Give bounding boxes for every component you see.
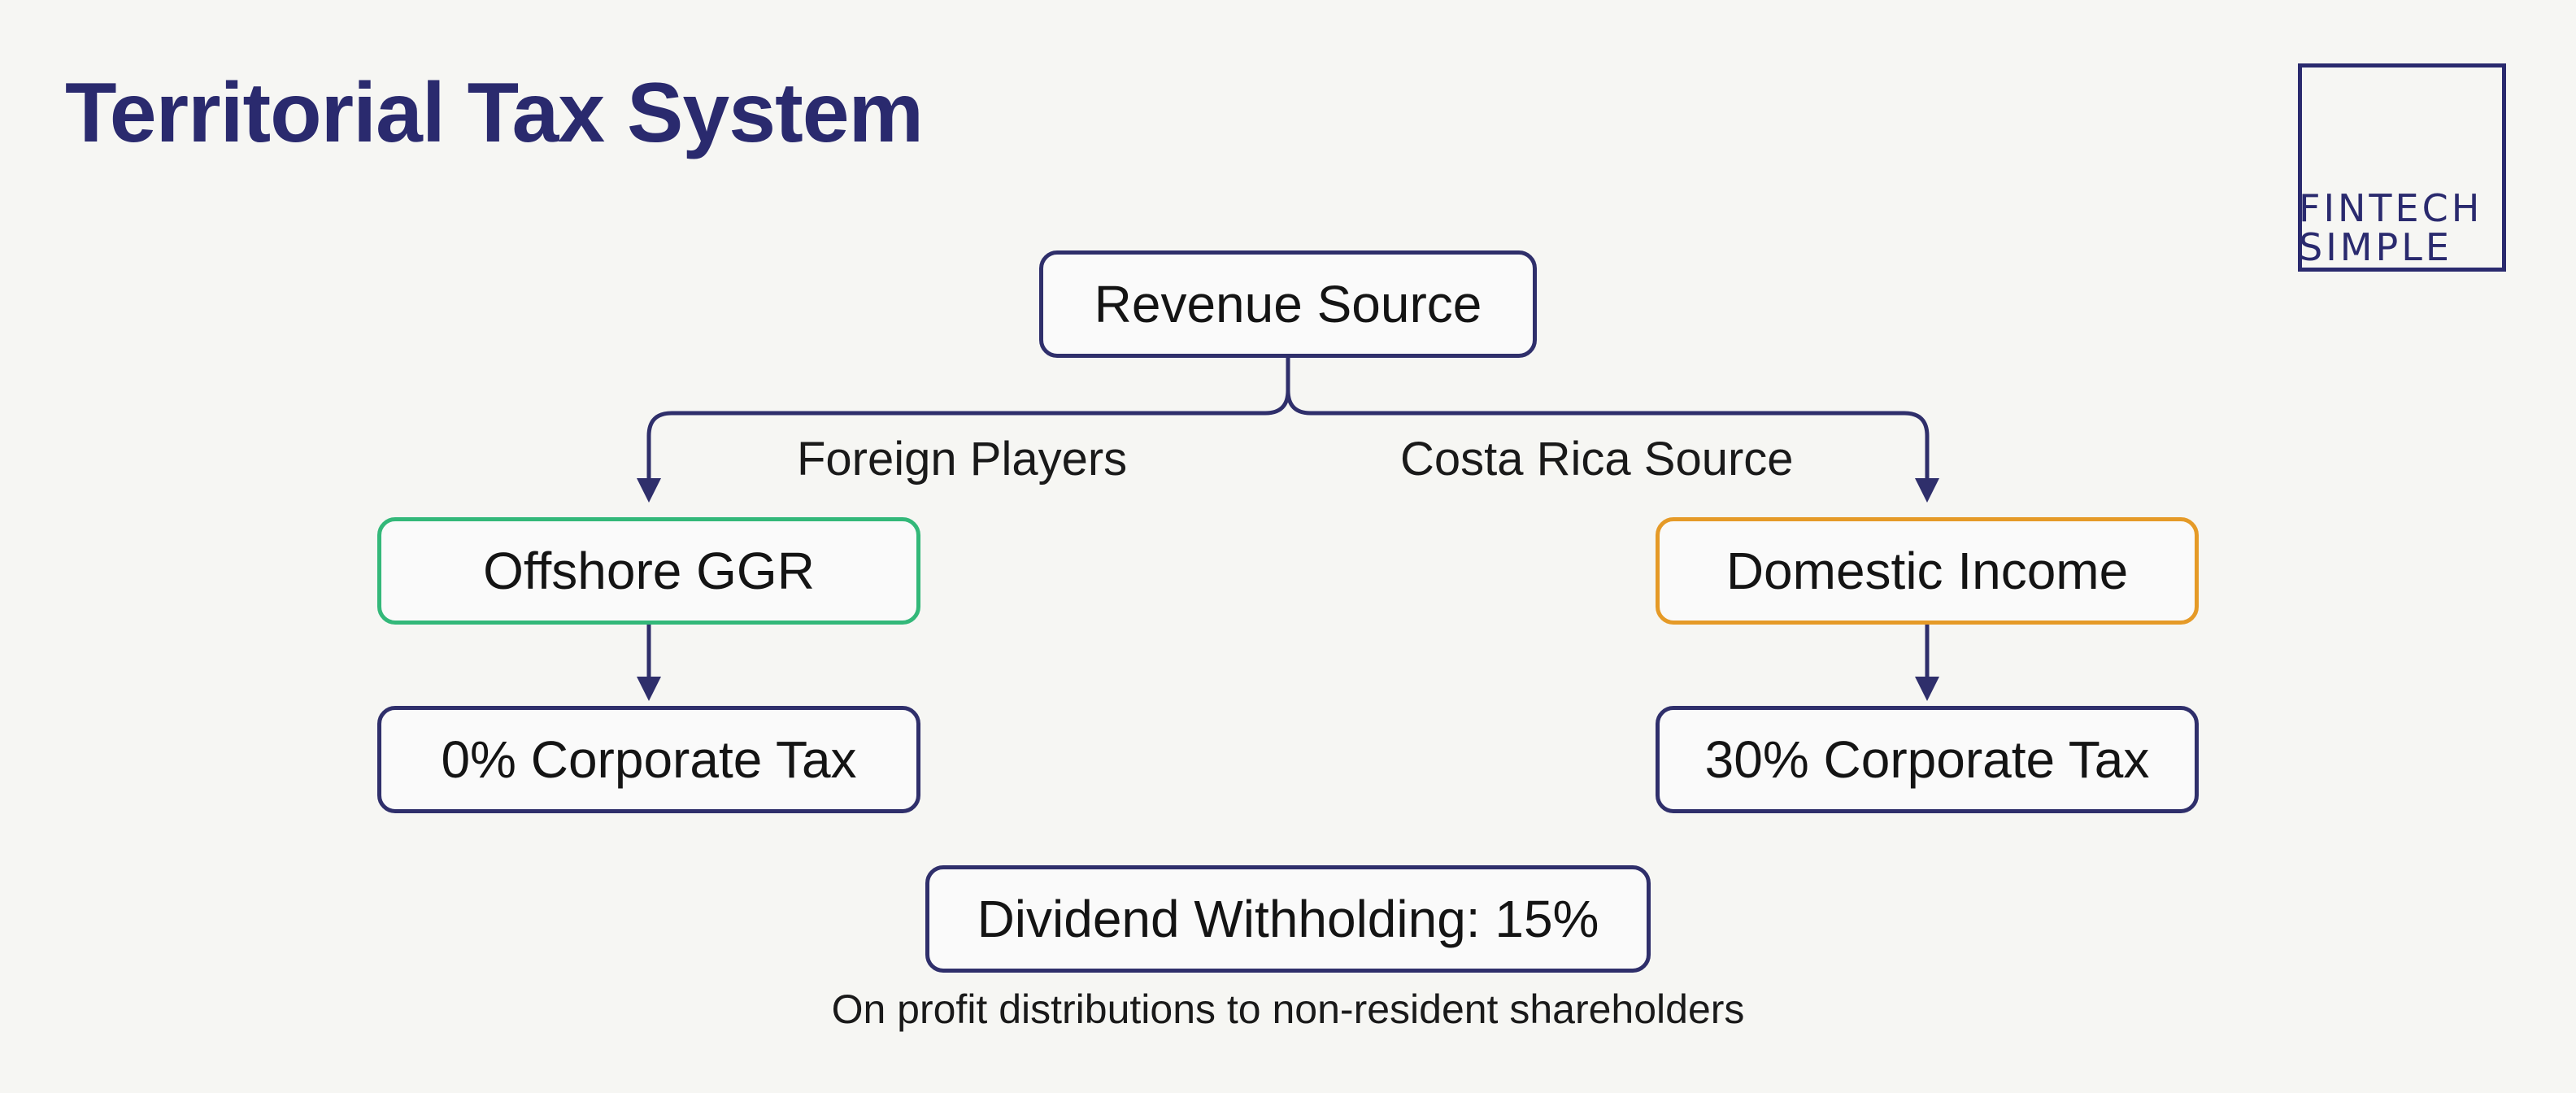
connector-root-to-domestic bbox=[1286, 358, 1939, 503]
connector-root-to-offshore bbox=[637, 358, 1290, 503]
page-title: Territorial Tax System bbox=[65, 66, 924, 160]
dividend-footnote: On profit distributions to non-resident … bbox=[831, 986, 1745, 1032]
revenue-source-node: Revenue Source bbox=[1039, 250, 1537, 358]
domestic-income-node: Domestic Income bbox=[1656, 517, 2199, 625]
logo-line-2: SIMPLE bbox=[2299, 225, 2452, 269]
edge-label-costa-rica-source: Costa Rica Source bbox=[1400, 433, 1794, 486]
fintech-simple-logo: FINTECH SIMPLE bbox=[2298, 63, 2506, 272]
logo-line-1: FINTECH bbox=[2299, 186, 2483, 230]
edge-label-foreign-players: Foreign Players bbox=[797, 433, 1128, 486]
dividend-withholding-node: Dividend Withholding: 15% bbox=[925, 865, 1651, 973]
offshore-ggr-node: Offshore GGR bbox=[377, 517, 920, 625]
offshore-corporate-tax-node: 0% Corporate Tax bbox=[377, 706, 920, 813]
domestic-corporate-tax-node: 30% Corporate Tax bbox=[1656, 706, 2199, 813]
